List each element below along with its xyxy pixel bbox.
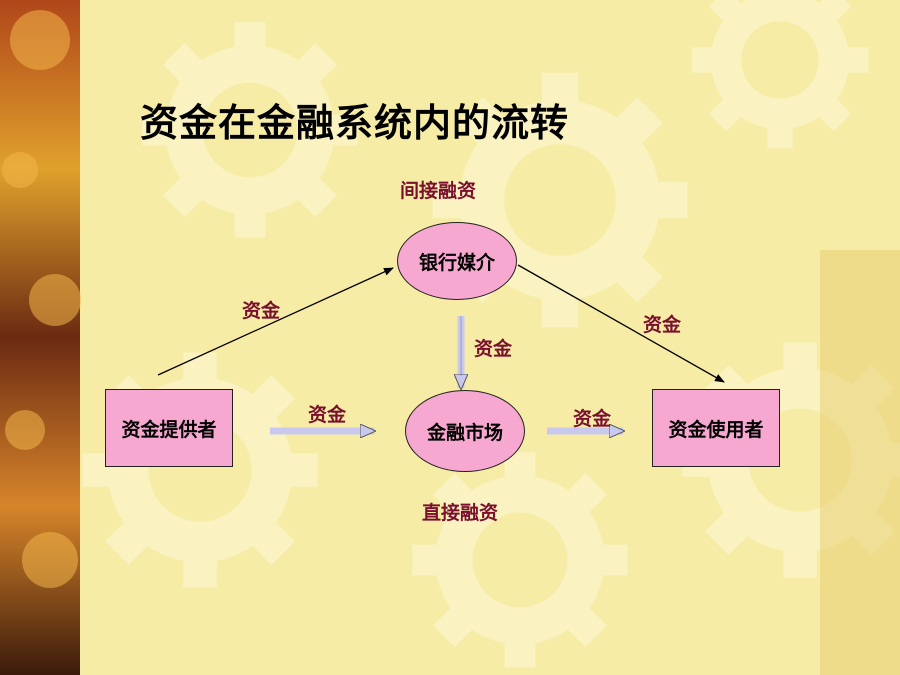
funds-label-provider-bank: 资金: [242, 300, 281, 322]
direct-finance-label: 直接融资: [422, 502, 499, 524]
arrow-provider-to-bank: [157, 267, 394, 376]
funds-label-bank-user: 资金: [643, 314, 682, 336]
funds-provider-box: 资金提供者: [105, 389, 233, 467]
indirect-finance-label: 间接融资: [400, 180, 477, 202]
funds-user-box: 资金使用者: [652, 389, 780, 467]
funds-label-market-user: 资金: [573, 408, 612, 430]
page-title: 资金在金融系统内的流转: [140, 101, 570, 145]
funds-label-provider-market: 资金: [308, 404, 347, 426]
arrow-bank-to-user: [517, 264, 725, 383]
funds-label-bank-market: 资金: [474, 338, 513, 360]
bank-intermediary-node: 银行媒介: [397, 222, 517, 300]
financial-market-node: 金融市场: [405, 390, 525, 472]
